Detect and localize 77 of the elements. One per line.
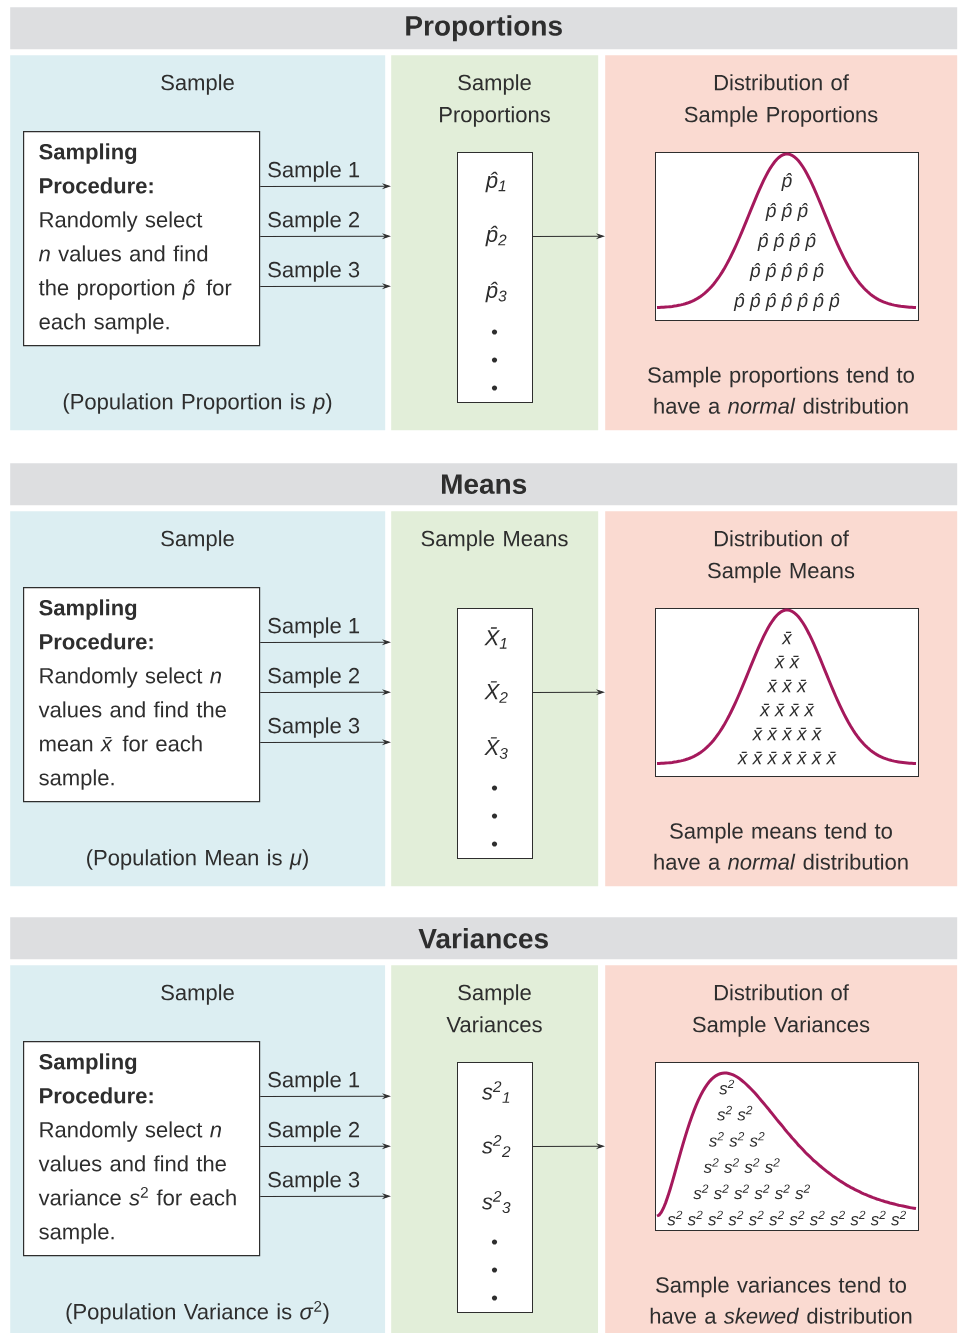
column-heading: Sample Proportions [440,74,550,127]
column-heading: Sample [161,74,234,95]
symbol-row: x̄ x̄ x̄ x̄ x̄ x̄ x̄ [737,751,837,765]
section-band: Proportions [10,7,958,50]
symbol-row: s$^{2}$ s$^{2}$ s$^{2}$ s$^{2}$ s$^{2}$ s$^{2}$ [693,1184,810,1200]
statistic: p̂$_{2}$ [485,225,507,247]
symbol-row: p̂ p̂ p̂ p̂ [757,233,816,251]
value-list-box [457,608,533,859]
section-band: Means [10,463,958,506]
statistic: p̂$_{3}$ [485,281,507,303]
arrow [259,739,390,745]
procedure-box [23,131,261,347]
value-list-box [457,152,533,403]
edge-label: Sample 2 [268,667,359,688]
edge-label: Sample 1 [268,161,360,182]
arrow [532,233,604,239]
arrow [259,1143,390,1149]
statistic: s$^{2}$3 [482,1191,511,1214]
procedure-text: Randomly select n values and find the proportion p̂ for each sample. [38,211,232,334]
procedure-heading: Sampling Procedure: [39,1053,153,1104]
edge-label: Sample 3 [268,261,360,282]
procedure-box [23,587,261,803]
column-heading: Sample Variances [446,984,542,1033]
column-heading: Distribution of Sample Means [708,530,855,583]
column-heading: Sample [161,530,234,551]
symbol-row: p̂ p̂ p̂ p̂ p̂ [749,263,824,281]
arrow [259,639,390,645]
procedure-text: Randomly select n values and find the mean x̄ for each sample. [38,667,226,790]
column-heading: Sample Means [421,530,568,551]
procedure-box [23,1041,261,1257]
arrow [259,689,390,695]
distribution-note: Sample variances tend to have a skewed distribution [650,1276,912,1324]
arrow [259,283,390,289]
arrow [259,233,390,239]
population-note: (Population Proportion is p) [63,393,332,414]
edge-label: Sample 2 [268,211,359,232]
edge-label: Sample 2 [268,1121,359,1142]
symbol-row: s$^{2}$ s$^{2}$ s$^{2}$ [708,1132,765,1147]
column-heading: Sample [161,984,234,1005]
section-band: Variances [10,917,958,960]
edge-label: Sample 3 [268,1171,360,1192]
column-heading: Distribution of Sample Proportions [684,74,878,127]
distribution-note: Sample means tend to have a normal distribution [654,822,908,870]
procedure-text: Randomly select n values and find the variance s$^{2}$ for each sample. [38,1121,236,1244]
symbol-row: x̄ x̄ [774,655,800,669]
column-heading: Distribution of Sample Variances [692,984,870,1037]
edge-label: Sample 3 [268,717,360,738]
statistic: X̄$_{1}$ [484,627,507,649]
symbol-row: s$^{2}$ s$^{2}$ [717,1105,753,1121]
procedure-heading: Sampling Procedure: [39,599,153,650]
population-note: (Population Variance is σ$^{2}$) [66,1300,329,1324]
arrow [532,1143,604,1149]
population-note: (Population Mean is μ) [87,849,308,870]
symbol-row: x̄ [781,631,793,645]
symbol-row: s$^{2}$ s$^{2}$ s$^{2}$ s$^{2}$ s$^{2}$ s$^{2}$ s$^{2}$ s$^{2}$ s$^{2}$ s$^{2}$ s$^{2}$ s$^{2}$ [667,1210,906,1226]
statistic: X̄$_{3}$ [484,737,508,759]
symbol-row: p̂ p̂ p̂ p̂ p̂ p̂ p̂ [733,293,840,311]
symbol-row: x̄ x̄ x̄ [766,679,808,693]
symbol-row: x̄ x̄ x̄ x̄ x̄ [751,727,822,741]
symbol-row: x̄ x̄ x̄ x̄ [759,703,815,717]
distribution-note: Sample proportions tend to have a normal distribution [648,366,914,414]
symbol-row: p̂ [781,173,793,191]
statistic: s$^{2}$2 [482,1135,511,1157]
arrow [259,1093,390,1099]
arrow [259,183,390,189]
procedure-heading: Sampling Procedure: [39,143,153,194]
symbol-row: p̂ p̂ p̂ [765,203,808,221]
edge-label: Sample 1 [268,1071,360,1092]
arrow [259,1193,390,1199]
symbol-row: s$^{2}$ s$^{2}$ s$^{2}$ s$^{2}$ [703,1158,780,1173]
statistic: X̄$_{2}$ [484,681,508,703]
statistic: s$^{2}$1 [482,1081,510,1103]
value-list-box [457,1062,533,1313]
statistic: p̂$_{1}$ [485,171,506,193]
arrow [532,689,604,695]
edge-label: Sample 1 [268,617,360,638]
symbol-row: s$^{2}$ [719,1079,735,1095]
